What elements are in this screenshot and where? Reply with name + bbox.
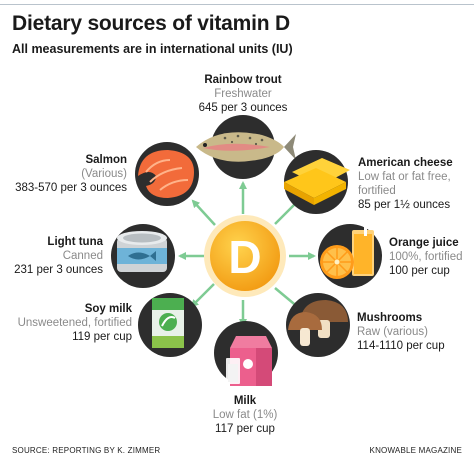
- source-value: 231 per 3 ounces: [14, 264, 103, 276]
- footer-credit: KNOWABLE MAGAZINE: [369, 446, 462, 455]
- source-value: 117 per cup: [215, 423, 275, 435]
- arrow-soy-milk: [190, 283, 215, 308]
- source-name: American cheese: [358, 157, 453, 169]
- trout-icon: [196, 115, 296, 179]
- source-value: 383-570 per 3 ounces: [15, 182, 127, 194]
- footer-source: SOURCE: REPORTING BY K. ZIMMER: [12, 446, 161, 455]
- source-label-trout: Rainbow trout Freshwater 645 per 3 ounce…: [183, 73, 303, 115]
- source-name: Milk: [233, 395, 257, 407]
- milk-carton-icon: [214, 321, 278, 386]
- source-label-cheese: American cheese Low fat or fat free, for…: [358, 156, 453, 212]
- source-name: Soy milk: [84, 303, 132, 315]
- source-detail: (Various): [81, 168, 127, 180]
- vitamin-d-letter: D: [228, 231, 261, 283]
- tuna-can-icon: [111, 224, 175, 288]
- source-detail: Low fat or fat free,: [358, 171, 451, 183]
- source-name: Rainbow trout: [204, 74, 282, 86]
- source-name: Light tuna: [47, 236, 103, 248]
- source-value: 114-1110 per cup: [357, 340, 445, 352]
- source-label-mushrooms: Mushrooms Raw (various) 114-1110 per cup: [357, 311, 445, 353]
- mushroom-icon: [286, 293, 350, 357]
- source-value: 119 per cup: [72, 331, 132, 343]
- source-label-orange-juice: Orange juice 100%, fortified 100 per cup: [389, 236, 463, 278]
- source-detail: Canned: [62, 250, 103, 262]
- source-detail: 100%, fortified: [389, 251, 463, 263]
- source-detail: Low fat (1%): [212, 409, 278, 421]
- page-subtitle: All measurements are in international un…: [12, 42, 293, 56]
- vitamin-d-badge: D: [204, 215, 286, 297]
- orange-juice-icon: [318, 222, 382, 288]
- source-label-soy-milk: Soy milk Unsweetened, fortified 119 per …: [18, 302, 132, 344]
- top-rule: [0, 4, 474, 5]
- cheese-icon: [284, 150, 350, 214]
- source-label-milk: Milk Low fat (1%) 117 per cup: [185, 394, 305, 436]
- source-name: Salmon: [85, 154, 127, 166]
- source-label-tuna: Light tuna Canned 231 per 3 ounces: [14, 235, 103, 277]
- source-detail: Freshwater: [214, 88, 272, 100]
- arrow-salmon: [191, 199, 216, 226]
- source-name: Mushrooms: [357, 312, 423, 324]
- soy-milk-icon: [138, 293, 202, 357]
- source-detail: Unsweetened, fortified: [17, 317, 132, 329]
- page-title: Dietary sources of vitamin D: [12, 12, 290, 35]
- source-value: 645 per 3 ounces: [198, 102, 288, 114]
- source-detail: fortified: [358, 185, 396, 197]
- source-value: 85 per 1½ ounces: [358, 199, 451, 211]
- source-name: Orange juice: [389, 237, 459, 249]
- source-value: 100 per cup: [389, 265, 450, 277]
- source-detail: Raw (various): [357, 326, 428, 338]
- salmon-steak-icon: [135, 142, 199, 206]
- source-label-salmon: Salmon (Various) 383-570 per 3 ounces: [15, 153, 127, 195]
